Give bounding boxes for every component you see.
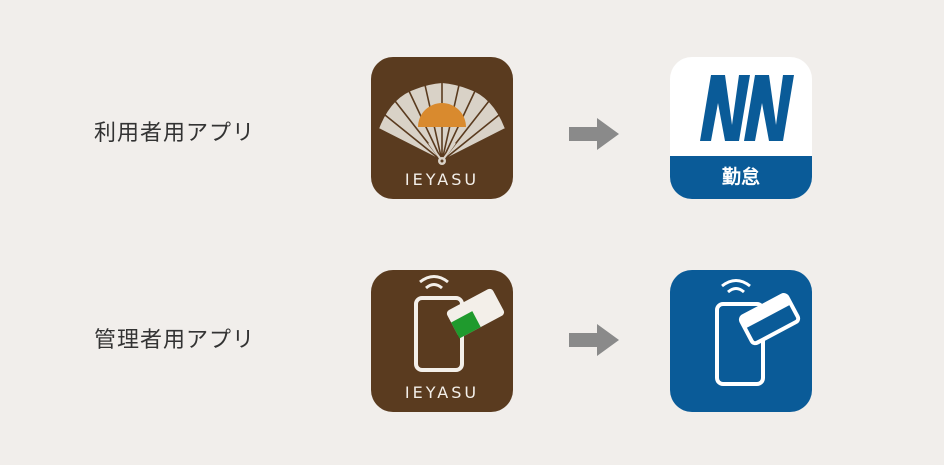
user-app-label: 利用者用アプリ bbox=[94, 121, 256, 146]
kintai-logo-graphic bbox=[700, 75, 794, 141]
fan-graphic bbox=[378, 83, 506, 165]
ieyasu-logo-text: IEYASU bbox=[404, 383, 480, 402]
kintai-app-icon[interactable]: 勤怠 bbox=[670, 57, 812, 199]
ieyasu-fan-icon[interactable]: IEYASU bbox=[371, 57, 513, 199]
nfc-phone-icon[interactable] bbox=[670, 270, 812, 412]
phone-card-graphic bbox=[414, 275, 505, 372]
right-arrow-icon bbox=[569, 324, 619, 356]
ieyasu-nfc-phone-icon[interactable]: IEYASU bbox=[371, 270, 513, 412]
blue-phone-card-graphic bbox=[715, 279, 801, 386]
admin-app-label: 管理者用アプリ bbox=[94, 328, 256, 353]
kintai-label: 勤怠 bbox=[670, 156, 812, 199]
ieyasu-logo-text: IEYASU bbox=[404, 170, 480, 189]
right-arrow-icon bbox=[569, 118, 619, 150]
